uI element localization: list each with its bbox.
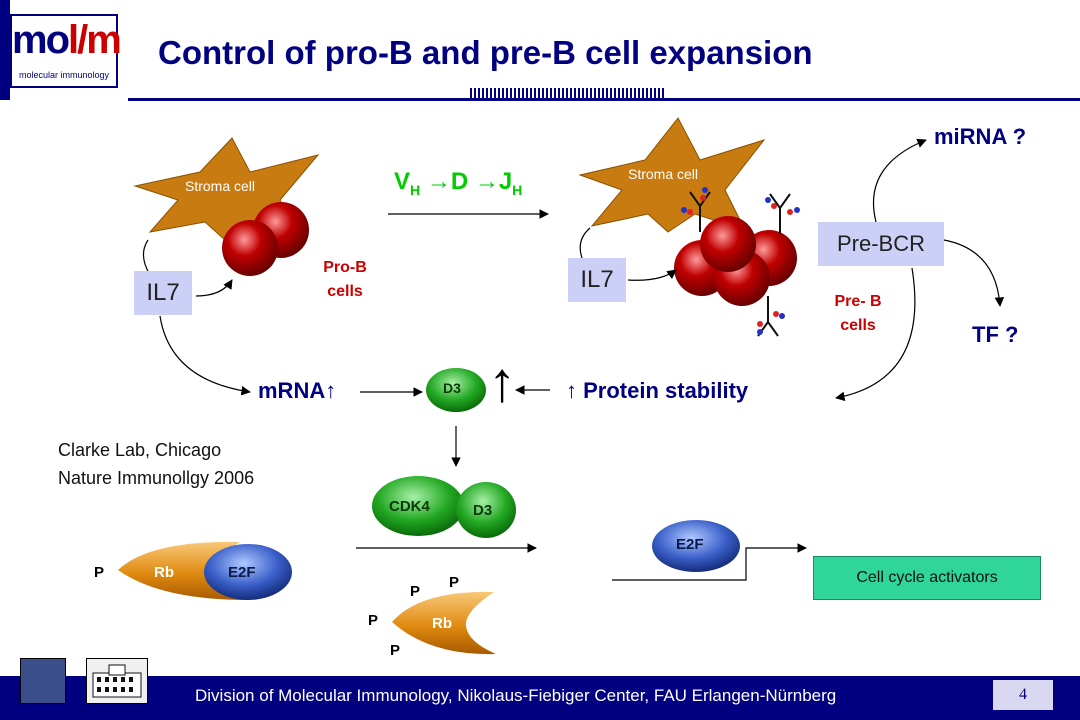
tf-label: TF ?	[972, 322, 1019, 347]
phosphate-label: P	[410, 583, 421, 600]
cell-cycle-activators-box: Cell cycle activators	[813, 556, 1041, 600]
building-icon	[92, 664, 142, 698]
logo-subtitle: molecular immunology	[18, 70, 110, 80]
stroma-cell-right-label: Stroma cell	[628, 166, 699, 182]
footer-text: Division of Molecular Immunology, Nikola…	[195, 686, 837, 705]
logo-wordmark: mol/m	[12, 18, 122, 62]
e2f-bound-ball	[204, 544, 292, 600]
pro-b-cell	[222, 220, 278, 276]
arrow-il7-right-curve	[579, 227, 591, 259]
molim-logo: mol/m molecular immunology	[10, 14, 122, 88]
rb-free-shape	[392, 591, 496, 655]
pre-bcr-box: Pre-BCR	[818, 222, 944, 266]
rb-bound-label: Rb	[154, 564, 174, 581]
phosphate-label: P	[390, 642, 401, 659]
e2f-bound-label: E2F	[228, 564, 256, 581]
stroma-cell-left-label: Stroma cell	[185, 178, 256, 194]
mirna-label: miRNA ?	[934, 124, 1027, 149]
vdj-recombination-label: VH →D →JH	[394, 168, 523, 198]
citation-lab: Clarke Lab, Chicago	[58, 440, 222, 460]
citation: Clarke Lab, Chicago Nature Immunollgy 20…	[58, 436, 254, 492]
receptor-dots	[681, 187, 800, 335]
page-title: Control of pro-B and pre-B cell expansio…	[158, 34, 813, 71]
header-band	[0, 0, 10, 100]
arrow-il7-left-curve	[142, 239, 151, 276]
phosphate-label: P	[368, 612, 379, 629]
arrow-il7-right-to-cell	[627, 269, 677, 281]
e2f-free-ball	[652, 520, 740, 572]
e2f-free-label: E2F	[676, 536, 704, 553]
arrow-prebcr-to-tf	[943, 239, 1005, 307]
il7-left-box: IL7	[134, 271, 192, 315]
mrna-label: mRNA↑	[258, 378, 337, 403]
protein-stability-label: ↑ Protein stability	[566, 378, 749, 403]
pre-b-label: Pre- B cells	[834, 293, 882, 334]
d3-complex-ball	[456, 482, 516, 538]
arrow-il7-left-to-cell	[195, 279, 233, 297]
page-number: 4	[993, 680, 1053, 710]
arrow-prebcr-to-mirna	[872, 138, 927, 223]
pre-b-cell	[700, 216, 756, 272]
up-arrow-indicator: ↑	[488, 350, 516, 413]
header-rule	[128, 98, 1080, 101]
pre-bcr-receptors	[689, 191, 791, 337]
arrow-e2f-to-cell-cycle	[612, 543, 807, 581]
arrow-il7-to-mrna	[159, 315, 251, 396]
il7-right-box: IL7	[568, 258, 626, 302]
arrow-preb-to-stability	[835, 267, 916, 402]
rb-free-label: Rb	[432, 615, 452, 632]
d3-label: D3	[443, 380, 461, 396]
cdk4-label: CDK4	[389, 498, 430, 515]
d3-ball	[426, 368, 486, 412]
building-logo	[86, 658, 148, 704]
university-seal-logo	[20, 658, 66, 704]
header-barcode	[470, 88, 664, 98]
cdk4-ball	[372, 476, 464, 536]
d3-complex-label: D3	[473, 502, 493, 519]
diagram-canvas	[118, 117, 1005, 655]
phosphate-label: P	[449, 574, 460, 591]
citation-journal: Nature Immunollgy 2006	[58, 468, 255, 488]
phosphate-label: P	[94, 564, 105, 581]
footer-bar	[0, 676, 1080, 720]
pro-b-label: Pro-B cells	[323, 259, 367, 300]
